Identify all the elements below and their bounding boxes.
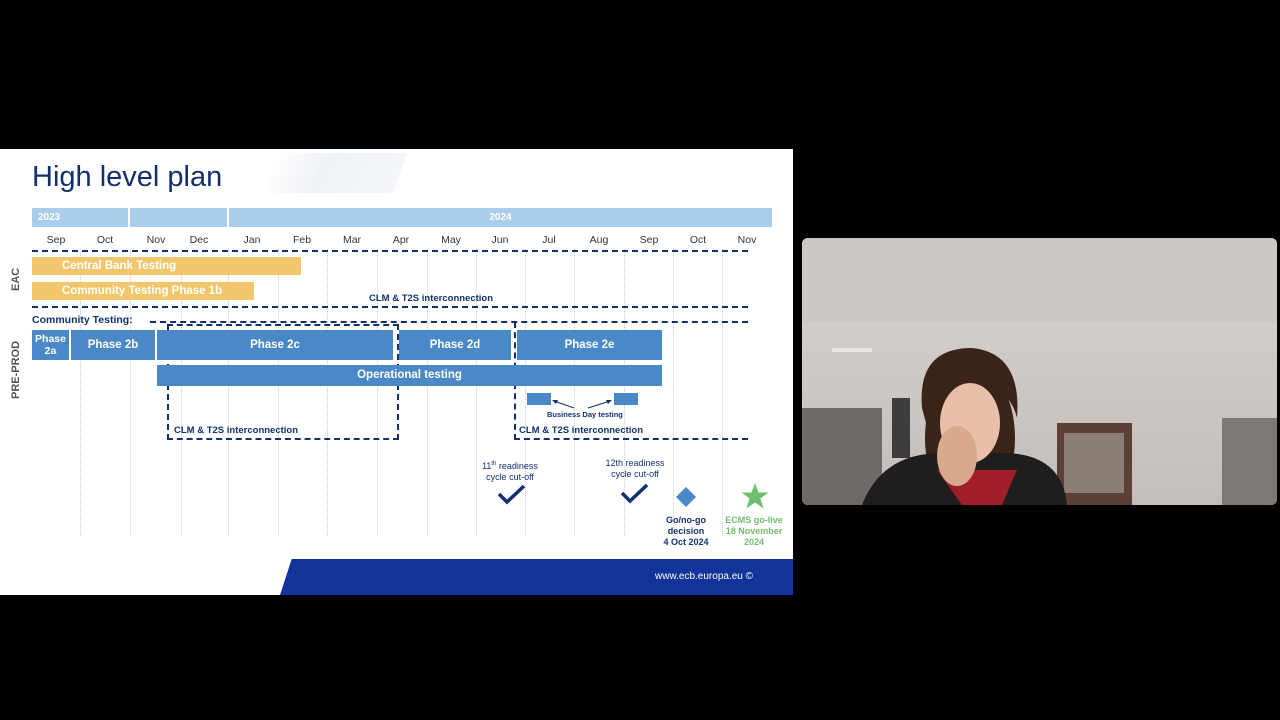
month-label: Dec [189,234,209,246]
month-label: Sep [46,234,66,246]
month-label: Jan [243,234,261,246]
checkmark-icon [620,483,649,504]
grid-line [80,249,81,536]
milestone-11th-readiness: 11th readiness cycle cut-off [470,459,550,483]
gonogo-line2: decision [667,526,705,536]
milestone-12-line1: 12th readiness [605,458,665,468]
ecms-go-live-milestone: ECMS go-live 18 November 2024 [718,515,790,548]
diamond-icon [676,487,696,507]
month-label: Nov [737,234,757,246]
business-day-testing-label: Business Day testing [547,410,623,419]
eac-label: EAC [10,267,22,291]
phase-2b-bar: Phase 2b [71,330,155,360]
grid-line [327,249,328,536]
operational-testing-bar: Operational testing [157,365,662,386]
business-day-block-2 [614,393,638,405]
star-icon [741,483,769,509]
month-label: Oct [96,234,114,246]
year-2023: 2023 [32,208,128,227]
month-label: Apr [392,234,410,246]
business-day-block-1 [527,393,551,405]
checkmark-icon [497,484,526,505]
title-decoration [262,153,408,193]
slide-title: High level plan [32,161,223,193]
grid-line [673,249,674,536]
eac-top-divider [32,250,748,252]
clm-t2s-interconnection-right: CLM & T2S interconnection [519,425,644,436]
phase-2c-bar: Phase 2c [157,330,393,360]
grid-line [722,249,723,536]
milestone-11-text: readiness [496,461,538,471]
grid-line [181,249,182,536]
golive-line1: ECMS go-live [725,515,783,525]
central-bank-testing-bar: Central Bank Testing [32,257,301,275]
eac-bottom-divider [32,306,748,308]
preprod-top-divider [150,321,748,323]
milestone-11-number: 11 [482,461,492,471]
participant-video [802,238,1277,505]
month-label: Mar [342,234,362,246]
month-label: Jun [491,234,509,246]
phase-2a-bar: Phase 2a [32,330,69,360]
community-testing-heading: Community Testing: [32,314,133,326]
grid-line [476,249,477,536]
grid-line [624,249,625,536]
grid-line [377,249,378,536]
participant-video-frame [802,238,1277,505]
go-no-go-milestone: Go/no-go decision 4 Oct 2024 [650,515,722,548]
month-label: May [441,234,461,246]
footer-url: www.ecb.europa.eu © [655,571,753,582]
clm-t2s-interconnection-top: CLM & T2S interconnection [369,293,494,304]
month-label: Sep [639,234,659,246]
month-label: Jul [542,234,556,246]
month-label: Nov [146,234,166,246]
community-testing-1b-bar: Community Testing Phase 1b [32,282,254,300]
presentation-slide: High level plan 2023 2024 Sep Oct Nov De… [0,149,793,595]
grid-line [278,249,279,536]
grid-line [525,249,526,536]
golive-line3: 2024 [743,537,765,547]
gonogo-line3: 4 Oct 2024 [663,537,709,547]
milestone-11-line2: cycle cut-off [486,472,534,482]
clm-t2s-interconnection-left: CLM & T2S interconnection [174,425,299,436]
milestone-12th-readiness: 12th readiness cycle cut-off [595,458,675,480]
golive-line2: 18 November [725,526,783,536]
month-label: Feb [292,234,312,246]
month-label: Aug [589,234,609,246]
phase-2d-bar: Phase 2d [399,330,511,360]
grid-line [427,249,428,536]
grid-line [228,249,229,536]
business-day-arrows [552,400,612,409]
year-2024: 2024 [229,208,772,227]
milestone-12-line2: cycle cut-off [611,469,659,479]
grid-line [574,249,575,536]
year-2023-extension [130,208,227,227]
milestone-11-suffix: th [491,461,497,467]
month-label: Oct [689,234,707,246]
pre-prod-label: PRE-PROD [10,340,22,399]
grid-line [130,249,131,536]
gonogo-line1: Go/no-go [666,515,706,525]
phase-2e-bar: Phase 2e [517,330,662,360]
